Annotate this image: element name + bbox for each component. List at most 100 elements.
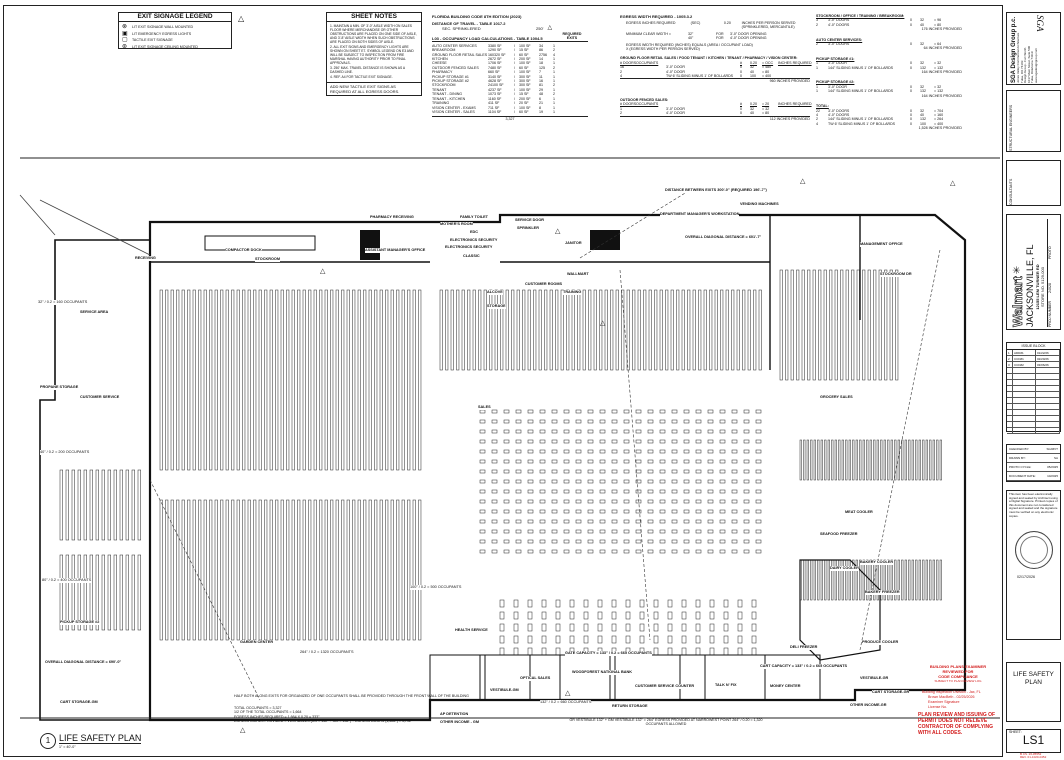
room-label: HEALTH SERVICE <box>455 628 488 633</box>
shelving-aisle <box>297 499 301 641</box>
occupancy-cell: 1 <box>553 79 555 84</box>
occupancy-cell: 1290 SF <box>488 48 502 53</box>
shelving-aisle <box>319 289 323 471</box>
room-label: PRODUCE COOLER <box>862 640 899 645</box>
shelving-aisle <box>214 499 218 641</box>
occupancy-cell: 1 <box>553 87 555 92</box>
architect-seal-block: This item has been electronically signed… <box>1006 490 1061 640</box>
display-fixture <box>515 459 522 464</box>
display-fixture <box>695 489 702 494</box>
display-fixture <box>635 539 642 544</box>
occupant-capacity-note: 32" / 0.2 = 160 OCCUPANTS <box>38 300 88 305</box>
door-cell: 0 <box>910 61 912 66</box>
display-fixture <box>515 549 522 554</box>
checkout-lane <box>569 611 575 620</box>
issue-cell: 3 <box>1007 362 1013 367</box>
checkout-lane <box>639 611 645 620</box>
cooler-rack <box>922 439 925 481</box>
shelving-aisle <box>374 289 378 471</box>
project-field: 24028 <box>1048 283 1052 293</box>
display-fixture <box>707 529 714 534</box>
room-label: ALCOVE <box>487 290 503 295</box>
checkout-lane <box>695 647 701 656</box>
occupancy-cell: 1104 SF <box>488 109 502 114</box>
sheet-note: 4. REF. A4 FOR TACTILE EXIT SIGNAGE. <box>330 75 393 79</box>
display-fixture <box>635 489 642 494</box>
cooler-rack <box>901 559 904 601</box>
checkout-lane <box>639 623 645 632</box>
shelving-aisle <box>818 269 822 381</box>
occupancy-cell: 1 <box>553 109 555 114</box>
shelving-aisle <box>779 269 783 381</box>
egress-total: 112 INCHES PROVIDED <box>620 115 810 121</box>
shelving-aisle <box>363 289 367 471</box>
door-cell: 132 <box>920 89 926 94</box>
door-table-section: STOCKROOM / OFFICE / TRAINING / BREAKROO… <box>816 14 1002 32</box>
checkout-lane <box>723 623 729 632</box>
display-fixture <box>479 519 486 524</box>
stamp-line: CODE COMPLIANCE <box>938 674 978 679</box>
display-fixture <box>683 539 690 544</box>
shelving-aisle <box>665 289 669 371</box>
door-cell: 0 <box>910 121 912 126</box>
shelving-aisle <box>396 289 400 471</box>
occupant-capacity-note: 40" / 0.2 = 200 OCCUPANTS <box>40 450 90 455</box>
display-fixture <box>575 419 582 424</box>
display-fixture <box>719 419 726 424</box>
shelving-aisle <box>269 289 273 471</box>
shelving-aisle <box>59 554 63 631</box>
shelving-aisle <box>533 289 537 371</box>
display-fixture <box>575 499 582 504</box>
display-fixture <box>479 439 486 444</box>
issue-cell: CCD#2 <box>1013 362 1036 367</box>
display-fixture <box>719 409 726 414</box>
display-fixture <box>695 479 702 484</box>
display-fixture <box>731 499 738 504</box>
clear-width-cell: 32" <box>688 31 694 36</box>
display-fixture <box>731 449 738 454</box>
display-fixture <box>587 529 594 534</box>
occupancy-cell: 3380 SF <box>488 43 502 48</box>
shelving-aisle <box>725 289 729 371</box>
door-cell: 0 <box>910 108 912 113</box>
cooler-rack <box>883 439 886 481</box>
stamp-line: REVIEWED FOR <box>942 669 974 674</box>
display-fixture <box>671 509 678 514</box>
shelving-aisle <box>236 289 240 471</box>
display-fixture <box>611 439 618 444</box>
store-number: STORE NO. 5129-000 <box>1040 267 1045 307</box>
display-fixture <box>551 429 558 434</box>
egress-cell: 16 <box>620 65 624 70</box>
shelving-aisle <box>823 269 827 381</box>
shelving-aisle <box>125 469 129 541</box>
display-fixture <box>515 449 522 454</box>
shelving-aisle <box>681 289 685 371</box>
cooler-rack <box>918 439 921 481</box>
room-label: CART STORAGE-GM <box>60 700 98 705</box>
front-room <box>679 654 706 701</box>
display-fixture <box>623 509 630 514</box>
display-fixture <box>587 429 594 434</box>
door-cell: 1 <box>816 61 818 66</box>
display-fixture <box>743 409 750 414</box>
clear-width-cell: 4'-0" DOOR OPENING <box>730 36 767 41</box>
checkout-lane <box>653 623 659 632</box>
plan-title: LIFE SAFETY PLAN <box>59 733 142 744</box>
display-fixture <box>659 509 666 514</box>
display-fixture <box>539 459 546 464</box>
display-fixture <box>491 519 498 524</box>
shelving-aisle <box>379 289 383 471</box>
display-fixture <box>575 519 582 524</box>
display-fixture <box>551 479 558 484</box>
display-fixture <box>575 509 582 514</box>
legend-item: ⊛LIT EXIT SIGNAGE CEILING MOUNTED <box>122 44 228 51</box>
shelving-aisle <box>220 499 224 641</box>
display-fixture <box>491 479 498 484</box>
display-fixture <box>599 479 606 484</box>
display-fixture <box>491 419 498 424</box>
fence-line <box>19 194 151 256</box>
door-table-total: 64 INCHES PROVIDED <box>923 46 962 51</box>
